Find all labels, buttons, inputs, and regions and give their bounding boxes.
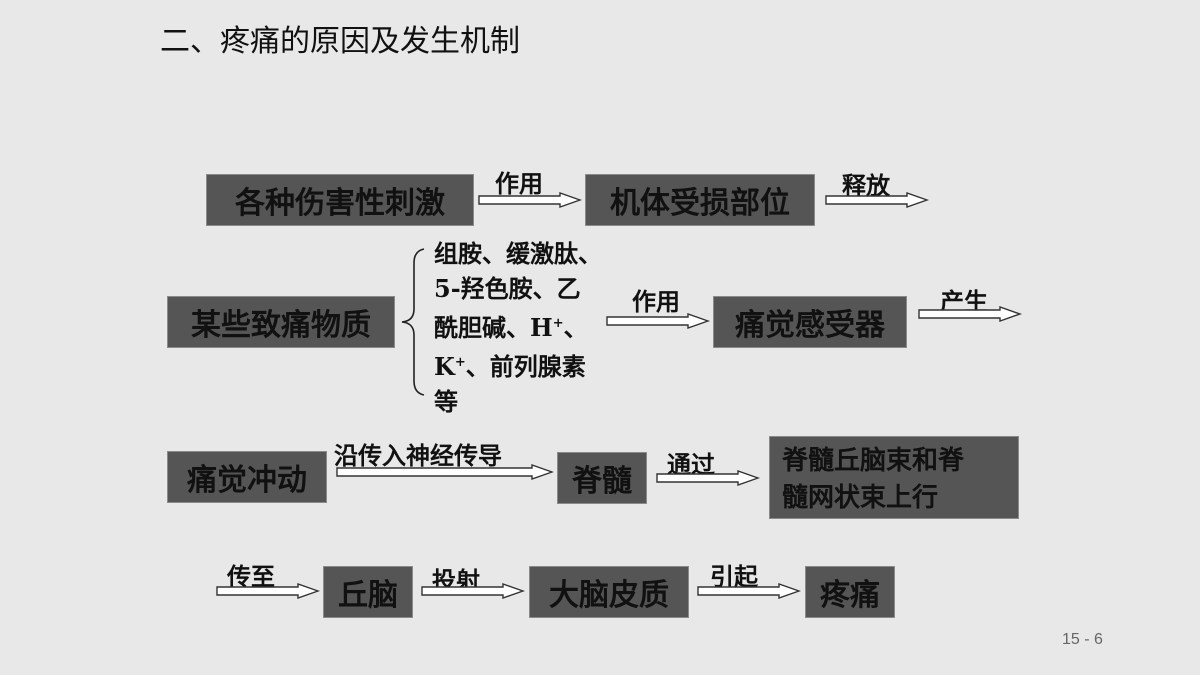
page-title: 二、疼痛的原因及发生机制	[160, 24, 520, 59]
label-transmit-to: 传至	[227, 562, 275, 591]
box-pain: 疼痛	[805, 566, 895, 618]
label-cause: 引起	[710, 562, 758, 591]
arrow-right-icon	[336, 464, 554, 480]
label-act-2: 作用	[632, 287, 680, 316]
box-spinothalamic-tract: 脊髓丘脑束和脊 髓网状束上行	[769, 436, 1019, 519]
box-pain-receptor: 痛觉感受器	[713, 296, 907, 348]
substance-line: 酰胆碱、H+、	[434, 313, 588, 342]
substance-list: 组胺、缓激肽、 5-羟色胺、乙 酰胆碱、H+、 K+、前列腺素 等	[434, 236, 602, 419]
substance-line: 组胺、缓激肽、	[434, 239, 602, 268]
brace-icon	[401, 248, 425, 396]
arrow-right-icon	[421, 583, 525, 599]
label-afferent-nerve: 沿传入神经传导	[334, 441, 502, 470]
arrow-right-icon	[656, 470, 760, 486]
substance-line: K+、前列腺素	[434, 352, 586, 381]
box-spinal-cord: 脊髓	[557, 452, 647, 504]
tract-line-2: 髓网状束上行	[782, 483, 939, 513]
box-thalamus: 丘脑	[323, 566, 413, 618]
label-act-1: 作用	[495, 169, 543, 198]
label-release: 释放	[842, 171, 890, 200]
box-pain-impulse: 痛觉冲动	[167, 451, 327, 503]
arrow-right-icon	[825, 192, 929, 208]
arrow-right-icon	[606, 313, 710, 329]
arrow-right-icon	[216, 583, 320, 599]
box-cerebral-cortex: 大脑皮质	[529, 566, 689, 618]
box-harmful-stimuli: 各种伤害性刺激	[206, 174, 474, 226]
arrow-right-icon	[918, 306, 1022, 322]
substance-line: 等	[434, 387, 458, 416]
arrow-right-icon	[478, 192, 582, 208]
page-number: 15 - 6	[1062, 631, 1103, 648]
tract-line-1: 脊髓丘脑束和脊	[782, 446, 965, 476]
substance-line: 5-羟色胺、乙	[434, 274, 581, 303]
arrow-right-icon	[697, 583, 801, 599]
box-pain-substances: 某些致痛物质	[167, 296, 395, 348]
box-damaged-site: 机体受损部位	[585, 174, 815, 226]
